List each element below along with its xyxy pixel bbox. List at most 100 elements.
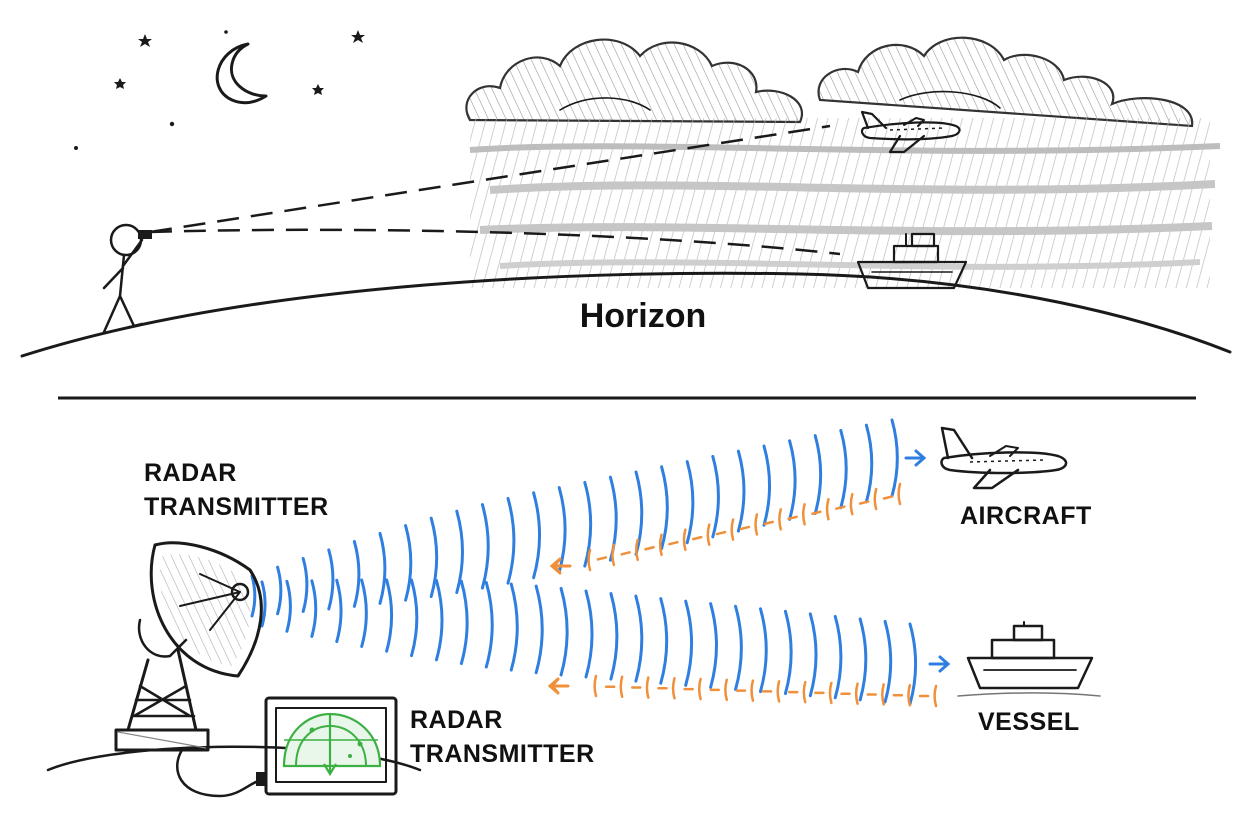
outgoing-wave-arc	[584, 589, 594, 679]
outgoing-wave-arc	[559, 586, 569, 677]
outgoing-wave-arc	[685, 460, 695, 545]
return-echo-arc	[776, 680, 781, 703]
outgoing-wave-arc	[783, 609, 793, 696]
outgoing-wave-arc	[506, 496, 516, 585]
outgoing-wave-arc	[659, 597, 669, 685]
outgoing-wave-arc	[762, 444, 772, 527]
outgoing-wave-arc	[758, 607, 768, 694]
return-echo-dash	[835, 505, 846, 510]
outgoing-wave-arc	[459, 579, 469, 666]
transmitter-label: RADAR TRANSMITTER	[144, 459, 329, 521]
return-echo-arc	[635, 538, 639, 562]
return-echo-arc	[754, 513, 759, 536]
vessel-label: VESSEL	[978, 708, 1080, 736]
return-echo-arc	[658, 533, 663, 557]
outgoing-wave-arc	[532, 491, 542, 580]
outgoing-wave-arc	[404, 524, 413, 602]
return-echo-waves	[547, 482, 938, 708]
return-arrow	[547, 677, 570, 695]
return-echo-dash	[715, 530, 727, 536]
outgoing-wave-arc	[808, 612, 818, 698]
outgoing-wave-arc	[484, 581, 494, 669]
return-echo-arc	[933, 684, 938, 708]
return-echo-arc	[730, 518, 735, 541]
return-echo-dash	[691, 535, 703, 541]
return-echo-dash	[739, 525, 751, 531]
radar-dish-icon	[114, 541, 263, 752]
cloud-bank	[465, 36, 1221, 288]
return-echo-arc	[854, 682, 859, 705]
return-echo-arc	[682, 528, 687, 551]
outgoing-wave-arc	[260, 580, 267, 628]
moon-icon	[215, 42, 268, 105]
outgoing-arrow	[928, 655, 951, 673]
return-echo-dash	[787, 515, 798, 521]
airplane-icon	[860, 110, 961, 154]
outgoing-wave-arc	[480, 503, 490, 590]
return-echo-arc	[706, 523, 711, 546]
airplane-icon	[940, 426, 1068, 490]
return-echo-arc	[671, 677, 676, 700]
outgoing-wave-arc	[360, 578, 368, 648]
return-echo-dash	[882, 495, 894, 500]
return-echo-arc	[828, 681, 833, 705]
return-echo-arc	[587, 548, 592, 572]
outgoing-wave-arc	[709, 602, 718, 689]
outgoing-wave-arc	[301, 557, 309, 613]
outgoing-wave-arc	[434, 579, 444, 662]
transmitter-label-line-1: RADAR	[144, 459, 237, 487]
display-label: RADAR TRANSMITTER	[410, 706, 595, 768]
outgoing-wave-arc	[660, 465, 669, 551]
return-echo-dash	[858, 500, 870, 505]
outgoing-wave-arc	[378, 531, 387, 605]
outgoing-wave-arc	[509, 582, 519, 672]
outgoing-wave-arc	[327, 548, 335, 611]
sight-lines	[149, 124, 841, 256]
horizon-label: Horizon	[580, 297, 707, 335]
ship-icon	[957, 621, 1101, 697]
outgoing-wave-arc	[684, 599, 694, 687]
display-label-line-1: RADAR	[410, 706, 503, 734]
outgoing-wave-arc	[634, 470, 644, 556]
outgoing-wave-arc	[908, 622, 918, 706]
outgoing-wave-arc	[335, 578, 343, 644]
earth-curve	[20, 271, 1232, 358]
outgoing-wave-arc	[250, 574, 257, 618]
return-echo-arc	[881, 683, 885, 706]
return-echo-dash	[763, 520, 775, 526]
outgoing-wave-arc	[813, 434, 823, 516]
return-echo-arc	[897, 482, 902, 506]
outgoing-wave-arc	[788, 439, 797, 521]
return-echo-arc	[697, 677, 702, 701]
outgoing-wave-arc	[609, 592, 619, 681]
outgoing-arrow	[904, 449, 927, 467]
outgoing-wave-arc	[557, 486, 567, 574]
outgoing-wave-arc	[385, 578, 394, 653]
radar-display-icon	[256, 696, 398, 796]
return-echo-arc	[873, 487, 878, 511]
return-echo-arc	[619, 675, 624, 699]
cable	[176, 748, 264, 798]
star-icon	[74, 30, 365, 150]
display-label-line-2: TRANSMITTER	[410, 740, 595, 768]
return-echo-arc	[802, 680, 807, 704]
aircraft-label: AIRCRAFT	[960, 502, 1092, 530]
transmitter-label-line-2: TRANSMITTER	[144, 493, 329, 521]
outgoing-wave-arc	[583, 480, 593, 568]
outgoing-wave-arc	[734, 604, 743, 691]
return-echo-arc	[825, 497, 830, 521]
return-echo-arc	[645, 676, 650, 699]
return-echo-arc	[778, 508, 783, 531]
bottom-panel: RADAR TRANSMITTER RADAR TRANSMITTER AIRC…	[46, 418, 1101, 798]
return-echo-arc	[611, 543, 616, 567]
outgoing-wave-arc	[864, 423, 874, 504]
outgoing-wave-arc	[534, 584, 544, 675]
outgoing-wave-arc	[833, 614, 843, 700]
outgoing-wave-arc	[890, 418, 899, 498]
outgoing-wave-arc	[276, 565, 283, 616]
ground-mound	[46, 745, 422, 772]
ship-icon	[856, 232, 968, 290]
top-panel: Horizon	[20, 30, 1232, 358]
return-echo-arc	[801, 503, 806, 526]
